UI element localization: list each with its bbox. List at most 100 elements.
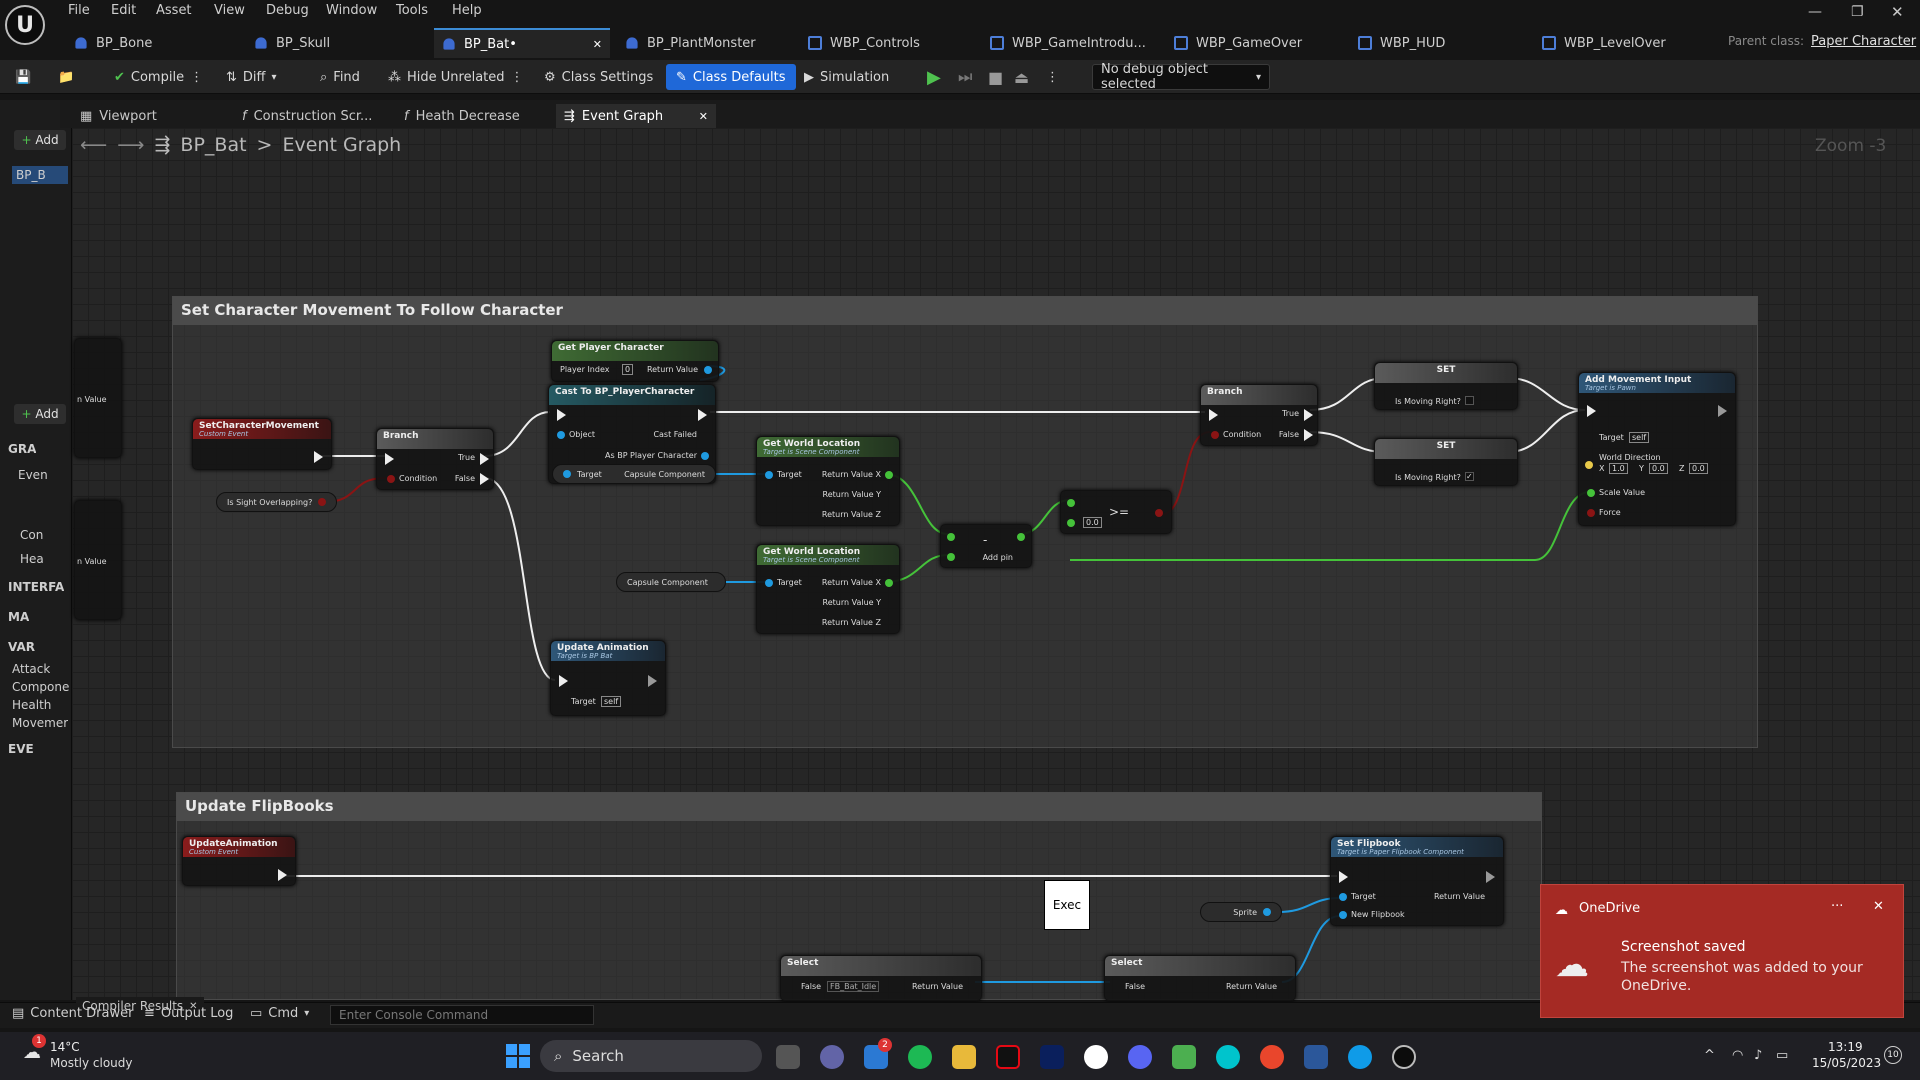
netflix-icon[interactable] bbox=[996, 1045, 1020, 1069]
debug-object-select[interactable]: No debug object selected▾ bbox=[1092, 62, 1270, 92]
restore-icon[interactable]: ❐ bbox=[1851, 4, 1864, 20]
menu-asset[interactable]: Asset bbox=[156, 3, 192, 18]
select-node-1[interactable]: Select False FB_Bat_Idle Return Value bbox=[780, 955, 982, 1001]
teams-icon[interactable] bbox=[820, 1045, 844, 1069]
comment-box-movement[interactable]: Set Character Movement To Follow Charact… bbox=[172, 296, 1758, 748]
cmd-dropdown[interactable]: ▭Cmd▾ bbox=[250, 1006, 310, 1021]
greater-equal-node[interactable]: 0.0 >= bbox=[1060, 490, 1172, 534]
exec-in-pin[interactable] bbox=[1587, 405, 1596, 417]
section-graphs[interactable]: GRA bbox=[8, 442, 37, 456]
clock-time[interactable]: 13:19 bbox=[1828, 1040, 1863, 1054]
volume-icon[interactable]: ♪ bbox=[1754, 1048, 1763, 1063]
close-window-icon[interactable]: ✕ bbox=[1891, 3, 1904, 21]
close-tab-icon[interactable]: ✕ bbox=[698, 109, 708, 123]
toast-close-icon[interactable]: ✕ bbox=[1873, 899, 1884, 914]
capsule-component-getter[interactable]: Capsule Component bbox=[616, 572, 726, 592]
doc-tab-bp-bat[interactable]: BP_Bat•✕ bbox=[434, 28, 610, 58]
battery-icon[interactable]: ▭ bbox=[1776, 1048, 1789, 1063]
doc-tab-wbp-hud[interactable]: WBP_HUD bbox=[1358, 28, 1508, 58]
chrome-icon[interactable] bbox=[1084, 1045, 1108, 1069]
exec-in-pin[interactable] bbox=[1209, 409, 1218, 421]
set-is-moving-right-node-1[interactable]: SET Is Moving Right? bbox=[1374, 362, 1518, 410]
float-out-pin[interactable] bbox=[885, 471, 893, 479]
menu-file[interactable]: File bbox=[68, 3, 90, 18]
minimize-icon[interactable]: — bbox=[1808, 4, 1822, 20]
partial-node[interactable]: n Value bbox=[74, 500, 122, 620]
add-member-button[interactable]: + Add bbox=[14, 404, 66, 424]
component-bp-root[interactable]: BP_B bbox=[12, 166, 68, 184]
exec-true-pin[interactable] bbox=[480, 453, 489, 465]
wifi-icon[interactable]: ◠ bbox=[1732, 1048, 1744, 1063]
compile-button[interactable]: ✔Compile⋮ bbox=[114, 69, 204, 85]
get-player-character-node[interactable]: Get Player Character Player Index 0 Retu… bbox=[551, 340, 719, 382]
add-pin-button[interactable]: Add pin bbox=[982, 553, 1013, 562]
ea-icon[interactable] bbox=[1260, 1045, 1284, 1069]
tray-chevron-icon[interactable]: ^ bbox=[1704, 1048, 1715, 1063]
menu-debug[interactable]: Debug bbox=[266, 3, 309, 18]
onedrive-toast[interactable]: ☁ OneDrive ··· ✕ ☁ Screenshot saved The … bbox=[1540, 884, 1904, 1018]
is-sight-overlapping-getter[interactable]: Is Sight Overlapping? bbox=[216, 492, 338, 512]
doc-tab-bp-skull[interactable]: BP_Skull bbox=[254, 28, 424, 58]
partial-node[interactable]: n Value bbox=[74, 338, 122, 458]
tab-event-graph[interactable]: ⇶Event Graph✕ bbox=[556, 104, 716, 128]
exec-out-pin[interactable] bbox=[1486, 871, 1495, 883]
exec-in-pin[interactable] bbox=[559, 675, 568, 687]
close-tab-icon[interactable]: ✕ bbox=[189, 1000, 198, 1012]
condition-pin[interactable] bbox=[387, 475, 395, 483]
notification-badge[interactable]: 10 bbox=[1884, 1046, 1902, 1064]
variable-category-attack[interactable]: Attack bbox=[12, 662, 51, 676]
section-variables[interactable]: VAR bbox=[8, 640, 35, 654]
menu-edit[interactable]: Edit bbox=[111, 3, 137, 18]
exec-out-pin[interactable] bbox=[648, 675, 657, 687]
doc-tab-wbp-levelover[interactable]: WBP_LevelOver bbox=[1542, 28, 1692, 58]
object-pin[interactable] bbox=[557, 431, 565, 439]
forward-arrow-icon[interactable]: ⟶ bbox=[117, 134, 145, 156]
select-node-2[interactable]: Select False Return Value bbox=[1104, 955, 1296, 1001]
exec-true-pin[interactable] bbox=[1304, 409, 1313, 421]
doc-tab-wbp-controls[interactable]: WBP_Controls bbox=[808, 28, 978, 58]
hide-unrelated-button[interactable]: ⁂Hide Unrelated⋮ bbox=[388, 69, 524, 85]
stop-icon[interactable]: ■ bbox=[988, 67, 1004, 87]
compiler-results-tab[interactable]: Compiler Results✕ bbox=[76, 997, 204, 1015]
more-options-icon[interactable]: ⋮ bbox=[190, 69, 204, 85]
float-out-pin[interactable] bbox=[885, 579, 893, 587]
condition-pin[interactable] bbox=[1211, 431, 1219, 439]
checkbox-unchecked[interactable] bbox=[1465, 396, 1474, 405]
return-value-pin[interactable] bbox=[704, 366, 712, 374]
parent-class-link[interactable]: Paper Character bbox=[1811, 34, 1917, 49]
close-tab-icon[interactable]: ✕ bbox=[592, 37, 602, 51]
doc-tab-wbp-gameover[interactable]: WBP_GameOver bbox=[1174, 28, 1344, 58]
exec-in-pin[interactable] bbox=[385, 453, 394, 465]
section-interfaces[interactable]: INTERFA bbox=[8, 580, 65, 594]
disney-plus-icon[interactable] bbox=[1040, 1045, 1064, 1069]
target-pin[interactable] bbox=[765, 471, 773, 479]
class-defaults-button[interactable]: ✎Class Defaults bbox=[666, 64, 796, 90]
variable-category-movement[interactable]: Movemer bbox=[12, 716, 69, 730]
set-is-moving-right-node-2[interactable]: SET Is Moving Right? ✓ bbox=[1374, 438, 1518, 486]
exec-in-pin[interactable] bbox=[1339, 871, 1348, 883]
app-green-icon[interactable] bbox=[1172, 1045, 1196, 1069]
branch-node-2[interactable]: Branch True Condition False bbox=[1200, 384, 1318, 446]
section-macros[interactable]: MA bbox=[8, 610, 30, 624]
exec-in-pin[interactable] bbox=[557, 409, 566, 421]
add-component-button[interactable]: + Add bbox=[14, 130, 66, 150]
eject-icon[interactable]: ⏏ bbox=[1014, 67, 1030, 87]
spotify-icon[interactable] bbox=[908, 1045, 932, 1069]
browse-icon[interactable]: 📁 bbox=[58, 69, 75, 85]
event-graph-item[interactable]: Even bbox=[18, 468, 48, 482]
menu-help[interactable]: Help bbox=[452, 3, 482, 18]
find-button[interactable]: ⌕Find bbox=[320, 69, 360, 85]
target-pin[interactable] bbox=[765, 579, 773, 587]
doc-tab-bp-plantmonster[interactable]: BP_PlantMonster bbox=[625, 28, 795, 58]
section-event-dispatchers[interactable]: EVE bbox=[8, 742, 34, 756]
checkbox-checked[interactable]: ✓ bbox=[1465, 472, 1474, 481]
tab-viewport[interactable]: ▦Viewport bbox=[80, 108, 157, 124]
doc-tab-bp-bone[interactable]: BP_Bone bbox=[70, 28, 240, 58]
